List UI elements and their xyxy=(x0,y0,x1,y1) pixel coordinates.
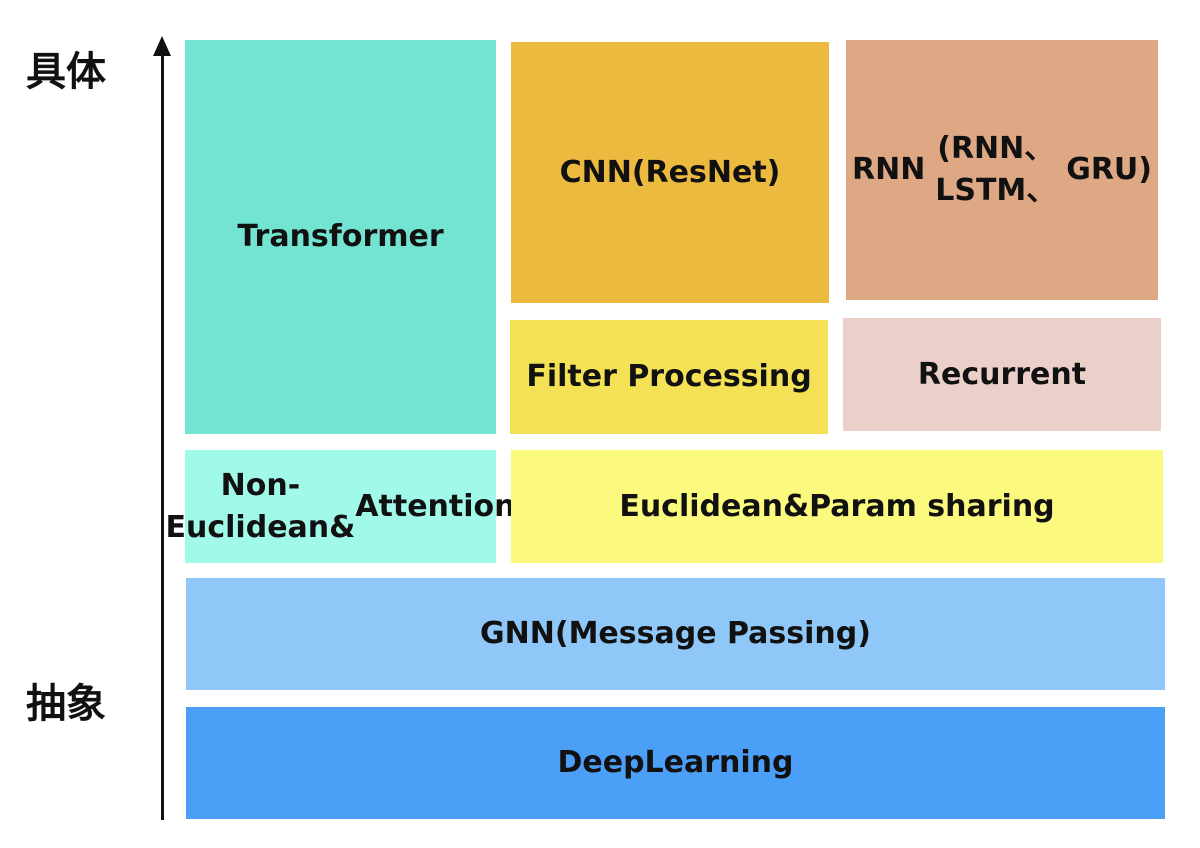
box-rnn-line-3: GRU) xyxy=(1066,152,1152,187)
box-recurrent: Recurrent xyxy=(843,318,1161,431)
axis-label-abstract: 抽象 xyxy=(26,681,106,727)
box-gnn-message-passing: GNN(Message Passing) xyxy=(186,578,1165,690)
box-transformer-line-1: Transformer xyxy=(237,219,444,254)
box-non-euclidean-line-2: Attention xyxy=(355,488,516,524)
box-cnn-line-1: CNN xyxy=(559,154,632,190)
box-transformer: Transformer xyxy=(185,40,496,434)
box-cnn: CNN (ResNet) xyxy=(511,42,829,303)
box-non-euclidean-attention: Non-Euclidean& Attention xyxy=(166,450,516,563)
up-arrow-icon xyxy=(153,36,171,56)
box-euclidean-param-sharing: Euclidean&Param sharing xyxy=(511,450,1163,563)
abstraction-axis-line xyxy=(161,52,164,820)
box-rnn-line-1: RNN xyxy=(852,152,926,187)
box-non-euclidean-line-1: Non-Euclidean& xyxy=(165,467,356,545)
box-cnn-line-2: (ResNet) xyxy=(631,154,781,190)
box-rnn: RNN (RNN、LSTM、 GRU) xyxy=(846,40,1158,300)
box-filter-processing: Filter Processing xyxy=(510,320,828,434)
box-euclidean-line-1: Euclidean&Param sharing xyxy=(619,488,1055,524)
axis-label-concrete: 具体 xyxy=(26,49,106,95)
box-filter-processing-line-1: Filter Processing xyxy=(526,359,812,394)
box-deep-learning-line-1: DeepLearning xyxy=(557,745,794,780)
box-gnn-line-1: GNN(Message Passing) xyxy=(480,616,871,651)
box-rnn-line-2: (RNN、LSTM、 xyxy=(935,131,1057,208)
box-recurrent-line-1: Recurrent xyxy=(917,356,1087,392)
box-deep-learning: DeepLearning xyxy=(186,707,1165,819)
